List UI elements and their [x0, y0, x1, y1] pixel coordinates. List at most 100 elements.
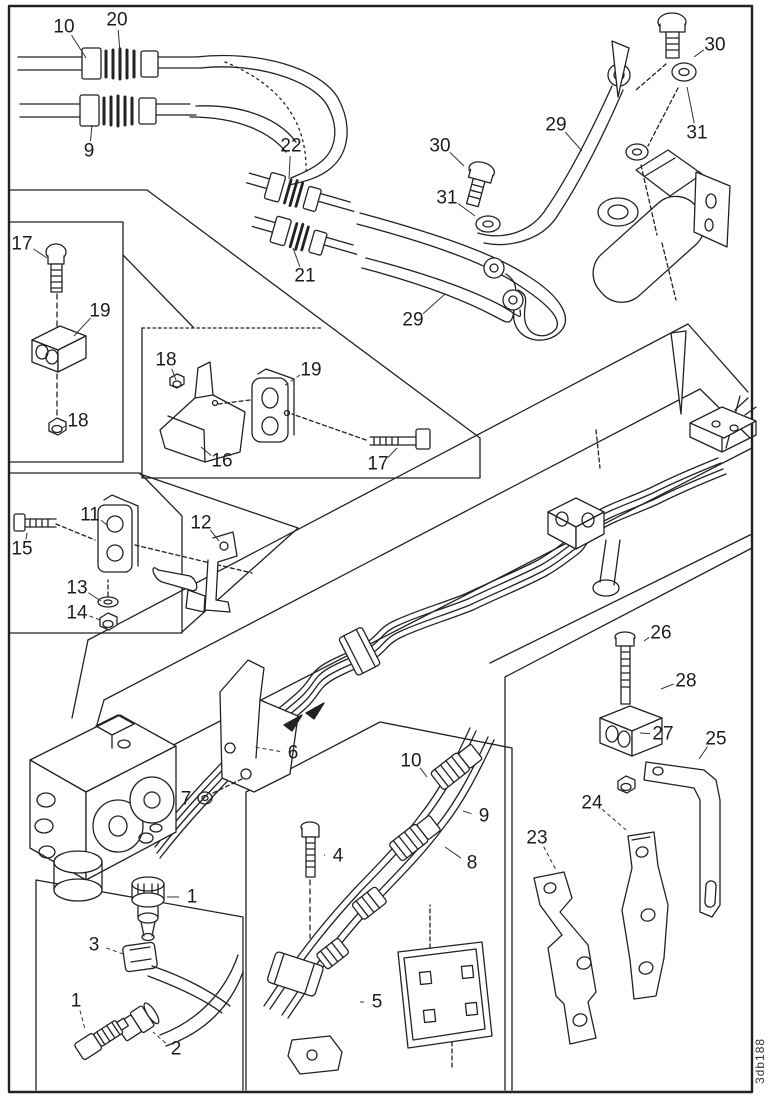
callout-leader-9: [89, 124, 93, 142]
clamp-5: [266, 951, 324, 997]
callout-leader-18: [60, 424, 67, 430]
hose-fittings-21-22: [245, 172, 358, 256]
bracket-24: [621, 831, 669, 1000]
bolt-15: [13, 513, 57, 532]
callout-21: 21: [294, 266, 315, 287]
bracket-23: [533, 871, 597, 1045]
callout-9: 9: [84, 141, 95, 162]
callout-31: 31: [686, 123, 707, 144]
callout-11: 11: [80, 505, 100, 526]
callout-29: 29: [402, 310, 423, 331]
callout-leader-17: [387, 447, 398, 458]
inset-box-top-fittings: [8, 189, 481, 439]
inset-box-tubes-4-10: [245, 721, 513, 1091]
bracket-16-inset: [159, 361, 431, 463]
callout-leader-23: [543, 846, 557, 871]
callout-leader-13: [88, 592, 102, 602]
callout-14: 14: [66, 603, 88, 624]
washer-31-top: [671, 62, 697, 82]
callout-24: 24: [581, 793, 603, 814]
mounting-plate-6: [197, 659, 325, 805]
bracket-25: [643, 761, 721, 918]
bracket-inset-bottom-right: [533, 631, 721, 1045]
callout-leader-10: [71, 34, 87, 59]
callout-23: 23: [526, 828, 547, 849]
callout-1: 1: [187, 887, 198, 908]
callout-6: 6: [288, 743, 299, 764]
callout-leader-31: [457, 203, 476, 217]
callout-leader-11: [100, 519, 109, 527]
page-border: [7, 4, 754, 1094]
callout-26: 26: [650, 623, 671, 644]
callout-27: 27: [652, 724, 673, 745]
callout-leader-29: [422, 293, 446, 315]
elbow-3: [122, 941, 231, 1014]
callout-leader-22: [288, 155, 291, 180]
clamp-kit-inset-left: [31, 243, 87, 436]
callout-leader-9: [462, 810, 472, 815]
callout-leader-6: [253, 746, 281, 752]
callout-10: 10: [53, 17, 74, 38]
callout-8: 8: [467, 853, 478, 874]
inset-box-brackets-23-28: [504, 547, 753, 1091]
callout-17: 17: [367, 454, 388, 475]
fitting-set-top-left: [17, 47, 348, 186]
callout-10: 10: [400, 751, 421, 772]
callout-30: 30: [429, 136, 450, 157]
callout-28: 28: [675, 671, 696, 692]
small-bracket: [287, 1035, 343, 1075]
callout-leader-21: [292, 247, 301, 267]
projection-line: [122, 254, 194, 328]
callout-leader-2: [152, 1031, 166, 1044]
callout-leader-26: [643, 636, 650, 642]
fittings-inset-bottom-left: [74, 876, 244, 1060]
location-arrows: [283, 702, 325, 732]
callout-leader-28: [660, 683, 674, 690]
callout-19: 19: [300, 360, 321, 381]
washer-31-mid: [475, 215, 501, 233]
callout-leader-18: [171, 368, 177, 381]
callout-29: 29: [545, 115, 566, 136]
callout-leader-17: [33, 248, 48, 259]
callout-9: 9: [479, 806, 490, 827]
drawing-number: 3db188: [753, 1038, 767, 1084]
callout-16: 16: [211, 451, 232, 472]
callout-leader-8: [444, 846, 462, 859]
callout-1: 1: [71, 991, 82, 1012]
callout-18: 18: [67, 411, 88, 432]
hoses-29: [356, 63, 631, 341]
callout-25: 25: [705, 729, 726, 750]
callout-30: 30: [704, 35, 725, 56]
bolt-26: [614, 631, 636, 705]
inset-box-clamp-17-19: [8, 221, 124, 463]
callout-leader-12: [209, 529, 220, 542]
loader-boom: [71, 323, 753, 758]
location-spike: [611, 40, 630, 98]
cylinder-bracket: [693, 171, 731, 248]
callout-leader-30: [693, 49, 705, 58]
plug-1: [74, 1017, 130, 1060]
inset-box-frames: [8, 189, 753, 1091]
callout-leader-29: [564, 131, 583, 152]
callout-5: 5: [372, 992, 383, 1013]
tubes-inset-bottom-mid: [263, 727, 495, 1075]
inset-box-bracket-16: [141, 327, 481, 479]
control-valve-block: [29, 714, 177, 902]
callout-leader-10: [419, 767, 428, 778]
callout-18: 18: [155, 350, 176, 371]
callout-12: 12: [190, 513, 211, 534]
callout-3: 3: [89, 935, 100, 956]
callout-leader-1: [79, 1010, 86, 1030]
callout-7: 7: [181, 789, 192, 810]
callout-leader-25: [698, 746, 708, 760]
callout-22: 22: [280, 136, 301, 157]
callout-20: 20: [106, 10, 127, 31]
callout-13: 13: [66, 578, 87, 599]
tube-clamp-block: [547, 429, 621, 597]
bracket-12: [204, 531, 238, 613]
callout-2: 2: [171, 1039, 182, 1060]
callout-leader-31: [686, 86, 695, 124]
